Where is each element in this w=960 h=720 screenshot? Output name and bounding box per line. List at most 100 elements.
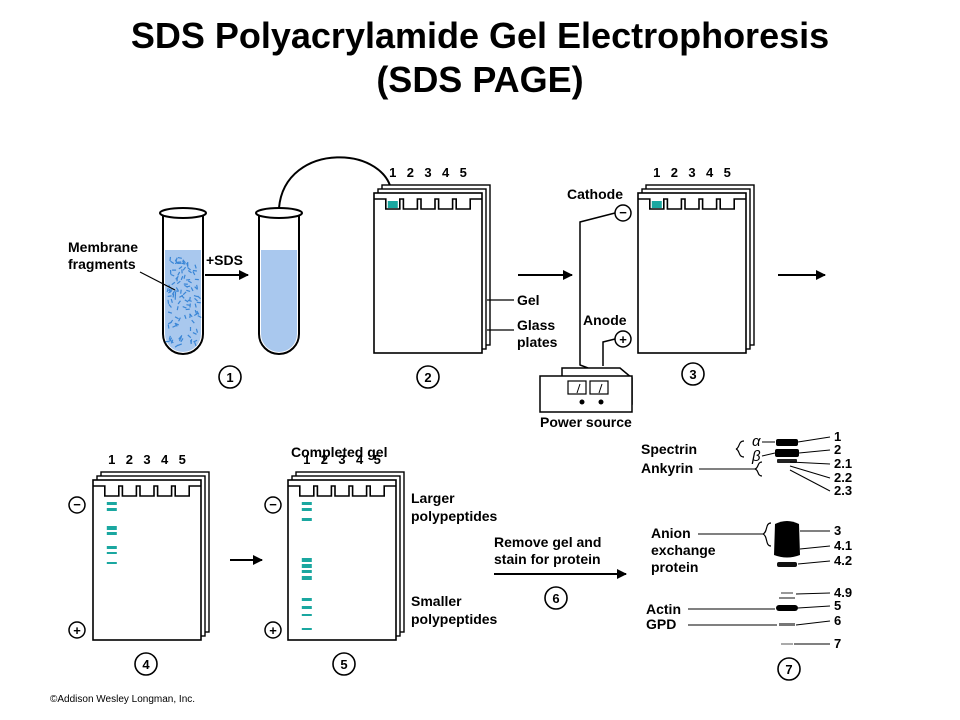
ankyrin-label: Ankyrin bbox=[641, 460, 693, 476]
fragment bbox=[183, 274, 186, 279]
fragment bbox=[193, 339, 198, 343]
alpha-label: α bbox=[752, 433, 761, 450]
sample-wells bbox=[638, 198, 746, 210]
band-number-2-3: 2.3 bbox=[834, 483, 852, 498]
protein-band bbox=[301, 564, 312, 568]
fragment bbox=[180, 275, 184, 281]
step-number-circle bbox=[134, 652, 158, 676]
lane-number-5: 5 bbox=[724, 165, 731, 180]
step5-plus: + bbox=[269, 623, 277, 638]
step-number: 1 bbox=[226, 370, 233, 385]
lane-number-3: 3 bbox=[424, 165, 431, 180]
fragment bbox=[167, 324, 170, 329]
lane-number-4: 4 bbox=[442, 165, 450, 180]
band-4-9-b bbox=[779, 597, 795, 599]
anion-label-2: exchange bbox=[651, 542, 716, 558]
fragment bbox=[187, 334, 192, 339]
protein-band bbox=[301, 614, 312, 616]
fragment bbox=[172, 324, 177, 328]
load-sample-arrow bbox=[278, 156, 397, 209]
fragment bbox=[182, 306, 187, 309]
lane-number-5: 5 bbox=[374, 452, 381, 467]
band-spectrin bbox=[775, 439, 799, 457]
larger-label-2: polypeptides bbox=[411, 508, 498, 524]
band-4-2 bbox=[777, 562, 797, 567]
gel-slab bbox=[92, 479, 202, 641]
fragment bbox=[197, 295, 201, 300]
band-number-1: 1 bbox=[834, 429, 841, 444]
fragment bbox=[182, 259, 186, 264]
step-number: 3 bbox=[689, 367, 696, 382]
fragment bbox=[184, 314, 187, 319]
fragment bbox=[179, 337, 182, 342]
step-number-circle bbox=[777, 657, 801, 681]
lane-number-3: 3 bbox=[338, 452, 345, 467]
step-number: 4 bbox=[142, 657, 150, 672]
fragment bbox=[177, 256, 182, 259]
cathode-label: Cathode bbox=[567, 186, 623, 202]
step-number-circle bbox=[544, 586, 568, 610]
fragment bbox=[193, 295, 198, 298]
lane-number-4: 4 bbox=[356, 452, 364, 467]
protein-band bbox=[106, 508, 117, 511]
fragment bbox=[171, 290, 175, 295]
copyright: ©Addison Wesley Longman, Inc. bbox=[50, 694, 195, 705]
band-number-pointer bbox=[797, 436, 831, 443]
lane-number-2: 2 bbox=[671, 165, 678, 180]
fragment bbox=[195, 328, 199, 333]
fragment bbox=[186, 278, 191, 281]
smaller-label-2: polypeptides bbox=[411, 611, 498, 627]
fragment bbox=[175, 287, 179, 292]
fragment bbox=[194, 303, 197, 308]
protein-band bbox=[301, 570, 312, 573]
protein-band bbox=[106, 502, 117, 505]
step1-sds-tube bbox=[255, 207, 303, 355]
meter-left-icon bbox=[567, 380, 587, 395]
band-number-4-9: 4.9 bbox=[834, 585, 852, 600]
band-number-pointer bbox=[789, 461, 831, 465]
fragment bbox=[194, 341, 197, 347]
fragment bbox=[187, 280, 192, 284]
band-anion-exchange bbox=[774, 521, 800, 558]
membrane-pointer bbox=[139, 271, 176, 291]
protein-band bbox=[301, 628, 312, 630]
lane-number-1: 1 bbox=[389, 165, 396, 180]
band-number-5: 5 bbox=[834, 598, 841, 613]
lane-number-1: 1 bbox=[653, 165, 660, 180]
fragment bbox=[192, 271, 196, 276]
knob-icon bbox=[598, 399, 604, 405]
spectrin-brace bbox=[735, 440, 745, 458]
protein-band bbox=[301, 518, 312, 521]
beta-pointer bbox=[761, 452, 776, 457]
spectrin-label: Spectrin bbox=[641, 441, 697, 457]
fragment bbox=[187, 270, 192, 274]
sample-wells bbox=[93, 485, 201, 497]
lane-number-5: 5 bbox=[179, 452, 186, 467]
meter-right-icon bbox=[589, 380, 609, 395]
loaded-sample bbox=[651, 201, 662, 208]
band-number-pointer bbox=[797, 605, 831, 609]
anode-wire bbox=[602, 338, 616, 366]
fragment bbox=[193, 312, 199, 316]
fragment bbox=[187, 299, 192, 302]
band-number-pointer bbox=[798, 449, 831, 454]
step5-anode-terminal bbox=[264, 621, 282, 639]
lane-number-4: 4 bbox=[161, 452, 169, 467]
band-number-2-2: 2.2 bbox=[834, 470, 852, 485]
fragment bbox=[170, 260, 175, 264]
step-number: 2 bbox=[424, 370, 431, 385]
lane-number-2: 2 bbox=[321, 452, 328, 467]
fragment bbox=[186, 304, 191, 306]
fragment bbox=[170, 298, 173, 303]
fragment bbox=[180, 338, 184, 343]
fragment bbox=[174, 259, 178, 264]
fragment bbox=[196, 284, 199, 289]
fragment bbox=[187, 267, 192, 271]
stain-label-2: stain for protein bbox=[494, 551, 601, 567]
fragment bbox=[174, 322, 178, 327]
